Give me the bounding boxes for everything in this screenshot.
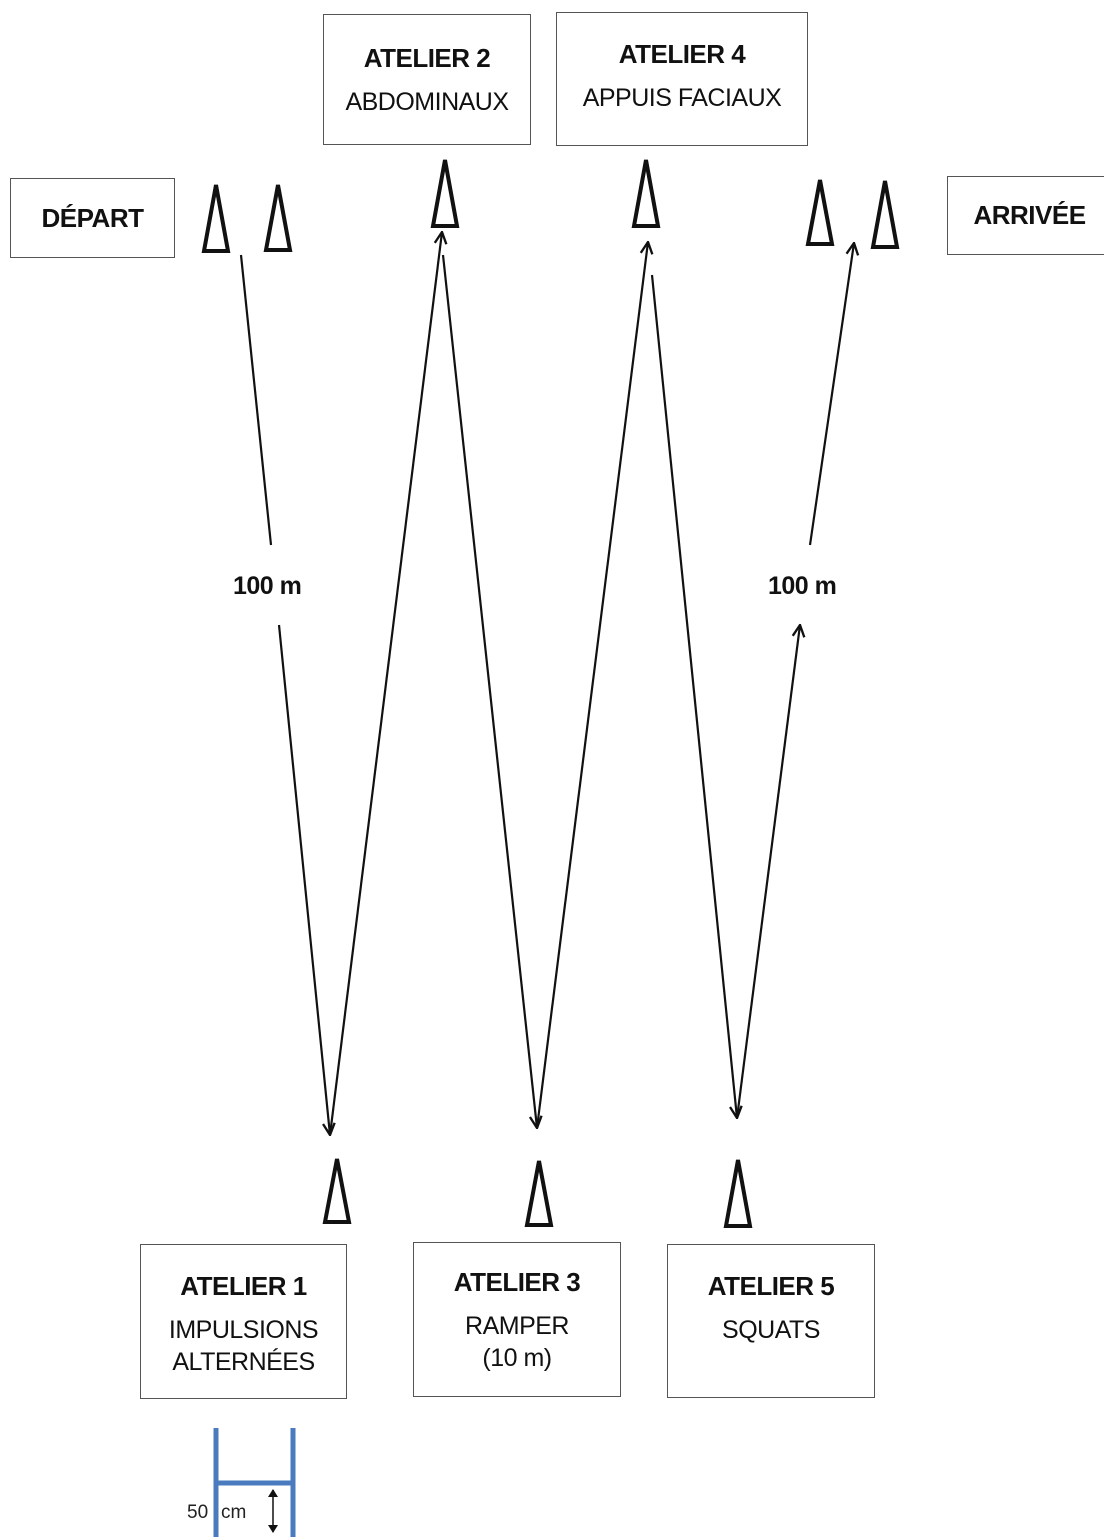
start-label: DÉPART (41, 202, 144, 233)
atelier-3-box: ATELIER 3 RAMPER (10 m) (413, 1242, 621, 1397)
finish-label: ARRIVÉE (973, 200, 1086, 230)
atelier-2-box: ATELIER 2 ABDOMINAUX (323, 14, 531, 145)
path-arrow (650, 274, 737, 1118)
path-arrow (808, 243, 854, 546)
atelier-1-box: ATELIER 1 IMPULSIONS ALTERNÉES (140, 1244, 347, 1399)
atelier-5-title: ATELIER 5 (707, 1271, 835, 1301)
atelier-5-label: SQUATS (722, 1316, 820, 1344)
atelier-3-line-1: RAMPER (465, 1312, 569, 1340)
path-arrow (535, 242, 648, 1129)
cone-icon (524, 1160, 554, 1227)
dimension-arrow-up-icon (268, 1489, 278, 1497)
atelier-2-title: ATELIER 2 (363, 43, 491, 73)
cone-icon (322, 1158, 352, 1224)
ladder-unit: cm (221, 1502, 247, 1523)
path-arrow (441, 254, 537, 1128)
atelier-1-line-2: ALTERNÉES (172, 1348, 315, 1376)
ladder-value: 50 (187, 1502, 209, 1523)
distance-right-label: 100 m (768, 572, 837, 601)
cone-icon (805, 179, 835, 246)
dimension-arrow-down-icon (268, 1525, 278, 1533)
distance-left-label: 100 m (233, 572, 302, 601)
atelier-4-box: ATELIER 4 APPUIS FACIAUX (556, 12, 808, 146)
start-box: DÉPART (10, 178, 175, 258)
path-arrow (328, 232, 442, 1136)
cone-icon (870, 180, 900, 249)
atelier-4-title: ATELIER 4 (618, 39, 746, 69)
path-arrow (277, 624, 330, 1135)
atelier-4-label: APPUIS FACIAUX (582, 84, 782, 112)
finish-box: ARRIVÉE (947, 176, 1104, 255)
atelier-5-box: ATELIER 5 SQUATS (667, 1244, 875, 1398)
atelier-2-label: ABDOMINAUX (345, 88, 509, 116)
cone-icon (263, 184, 293, 252)
path-line-start (239, 254, 273, 546)
atelier-1-title: ATELIER 1 (180, 1271, 307, 1301)
path-arrow (735, 625, 800, 1119)
cone-icon (430, 159, 460, 228)
atelier-3-line-2: (10 m) (482, 1344, 552, 1372)
atelier-1-line-1: IMPULSIONS (168, 1316, 319, 1344)
cone-icon (631, 159, 661, 228)
cone-icon (723, 1159, 753, 1228)
cone-icon (201, 184, 231, 253)
atelier-3-title: ATELIER 3 (453, 1267, 581, 1297)
